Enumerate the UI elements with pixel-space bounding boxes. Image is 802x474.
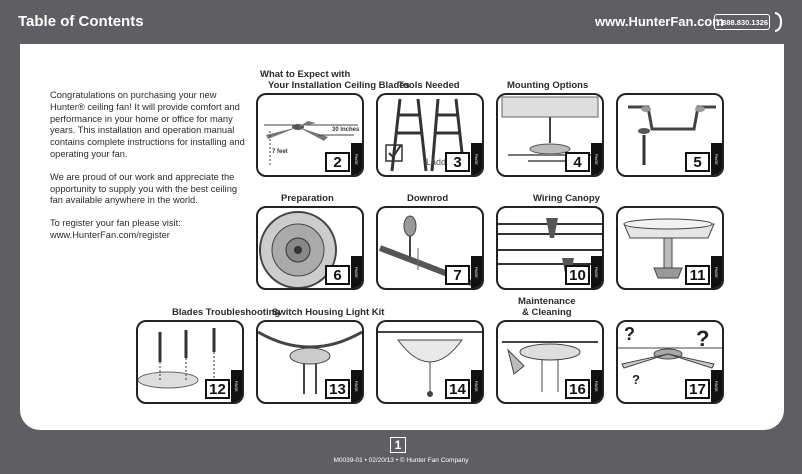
cleaning-illustration [502,341,598,392]
light-kit-illustration [378,331,482,397]
page-number: 2 [325,152,350,172]
ladder-caption: Ladder [426,157,454,167]
label-mounting-options: Mounting Options [507,80,589,91]
page-number: 6 [325,265,350,285]
label-preparation: Preparation [281,193,334,204]
page-number: 12 [205,379,230,399]
page-tab: PAGE [351,370,362,402]
page-tab: PAGE [711,370,722,402]
footer-page-number: 1 [390,437,406,453]
page-number: 14 [445,379,470,399]
bracket-illustration [628,105,716,165]
section-card-page-10[interactable]: 10 PAGE [496,206,604,290]
section-card-page-12[interactable]: 12 PAGE [136,320,244,404]
label-tools-needed: Tools Needed [398,80,460,91]
footer-text: M0039-01 • 02/20/13 • © Hunter Fan Compa… [333,457,469,464]
dim-7-feet: 7 feet [272,149,288,155]
intro-paragraph-2: We are proud of our work and appreciate … [50,171,238,206]
page-number: 5 [685,152,710,172]
label-blades-troubleshooting: Blades Troubleshooting [172,307,281,318]
section-card-page-3[interactable]: Ladder 3 PAGE [376,93,484,177]
page-number: 16 [565,379,590,399]
intro-text: Congratulations on purchasing your new H… [50,90,250,253]
label-switch-housing-light-kit: Switch Housing Light Kit [272,307,385,318]
page-number: 13 [325,379,350,399]
phone-number: 1.888.830.1326 [714,14,770,30]
page-tab: PAGE [591,143,602,175]
phone-handset-icon [774,12,782,32]
section-card-page-7[interactable]: 7 PAGE [376,206,484,290]
page-tab: PAGE [711,256,722,288]
section-card-page-5[interactable]: 5 PAGE [616,93,724,177]
mounting-illustration [501,96,599,162]
page-tab: PAGE [471,256,482,288]
header-bar: Table of Contents www.HunterFan.com 1.88… [0,0,802,44]
question-mark-icon: ? [624,324,635,344]
canopy-illustration [623,218,715,279]
section-card-page-11[interactable]: 11 PAGE [616,206,724,290]
page-tab: PAGE [711,143,722,175]
page-number: 4 [565,152,590,172]
page-number: 10 [565,265,590,285]
page-number: 11 [685,265,710,285]
page-tab: PAGE [471,370,482,402]
page-number: 17 [685,379,710,399]
troubleshooting-fan-illustration: ? ? ? [618,324,722,387]
label-what-to-expect: What to Expect with Your Installation Ce… [260,69,410,91]
section-card-page-6[interactable]: 6 PAGE [256,206,364,290]
page-number: 3 [445,152,470,172]
page-number: 7 [445,265,470,285]
page-tab: PAGE [591,370,602,402]
page-tab: PAGE [231,370,242,402]
label-downrod: Downrod [407,193,449,204]
section-card-page-17[interactable]: ? ? ? 17 PAGE [616,320,724,404]
intro-paragraph-1: Congratulations on purchasing your new H… [50,90,245,159]
page-tab: PAGE [351,256,362,288]
page-tab: PAGE [591,256,602,288]
page-title: Table of Contents [18,13,144,30]
blade-screws-illustration [138,328,216,389]
question-mark-icon: ? [632,372,640,387]
fan-dimensions-illustration: 7 feet 30 inches [264,121,360,165]
label-wiring-canopy: Wiring Canopy [533,193,600,204]
ladder-illustration: Ladder [385,98,466,172]
website-link[interactable]: www.HunterFan.com [595,14,724,29]
section-card-page-16[interactable]: 16 PAGE [496,320,604,404]
dim-30-inches: 30 inches [332,127,360,133]
section-card-page-2[interactable]: 7 feet 30 inches 2 PAGE [256,93,364,177]
intro-paragraph-3: To register your fan please visit: www.H… [50,218,181,240]
switch-housing-illustration [258,330,362,394]
section-card-page-14[interactable]: 14 PAGE [376,320,484,404]
question-mark-icon: ? [696,326,709,351]
motor-illustration [259,211,337,288]
page-tab: PAGE [351,143,362,175]
label-maintenance-cleaning: Maintenance & Cleaning [518,296,576,318]
section-card-page-13[interactable]: 13 PAGE [256,320,364,404]
page-tab: PAGE [471,143,482,175]
section-card-page-4[interactable]: 4 PAGE [496,93,604,177]
